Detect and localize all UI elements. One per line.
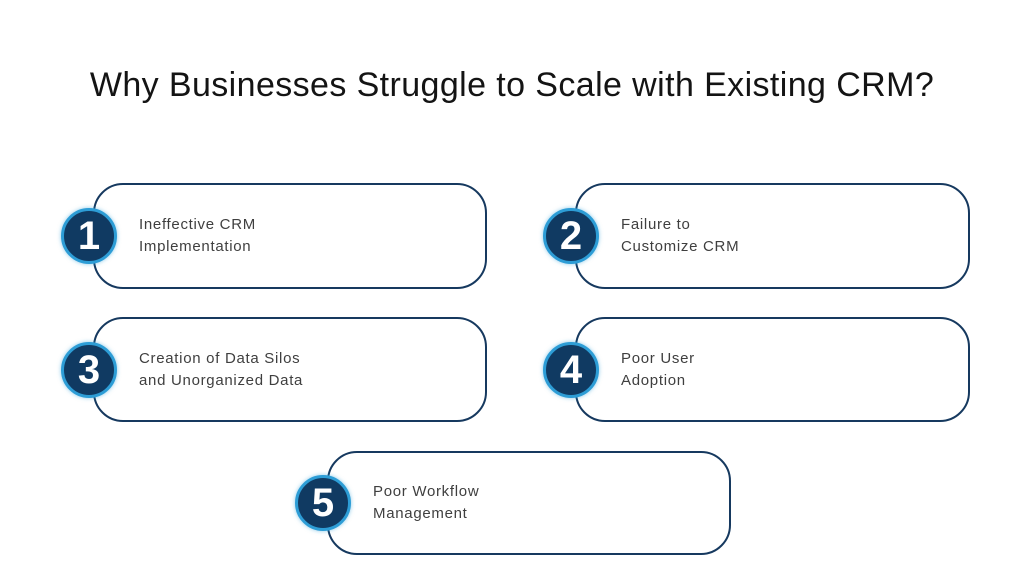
- reason-card-ineffective-crm-implementation: 1 Ineffective CRM Implementation: [61, 183, 487, 289]
- badge-number: 4: [559, 347, 583, 392]
- reason-card-poor-user-adoption: 4 Poor User Adoption: [543, 317, 970, 422]
- card-label-line-1: Creation of Data Silos: [139, 349, 301, 367]
- number-badge: 1: [61, 208, 117, 264]
- card-label-line-2: Adoption: [621, 371, 686, 389]
- number-badge: 2: [543, 208, 599, 264]
- page-title: Why Businesses Struggle to Scale with Ex…: [89, 66, 935, 104]
- number-badge: 5: [295, 475, 351, 531]
- badge-number: 5: [311, 481, 335, 525]
- number-badge: 3: [61, 341, 117, 398]
- number-badge: 4: [543, 341, 599, 398]
- card-label-line-1: Poor Workflow: [373, 483, 480, 500]
- reason-card-failure-to-customize-crm: 2 Failure to Customize CRM: [543, 183, 970, 289]
- card-label-line-1: Failure to: [621, 216, 691, 233]
- badge-number: 3: [77, 347, 101, 392]
- reason-card-data-silos-unorganized-data: 3 Creation of Data Silos and Unorganized…: [61, 317, 487, 422]
- badge-number: 1: [77, 214, 101, 258]
- card-label-line-1: Ineffective CRM: [139, 216, 256, 233]
- card-label-line-2: and Unorganized Data: [139, 371, 304, 389]
- badge-number: 2: [559, 214, 583, 258]
- reason-card-poor-workflow-management: 5 Poor Workflow Management: [295, 451, 731, 555]
- card-label-line-2: Customize CRM: [621, 238, 740, 255]
- card-label-line-1: Poor User: [621, 349, 695, 367]
- card-label-line-2: Implementation: [139, 238, 252, 255]
- card-label-line-2: Management: [373, 505, 468, 522]
